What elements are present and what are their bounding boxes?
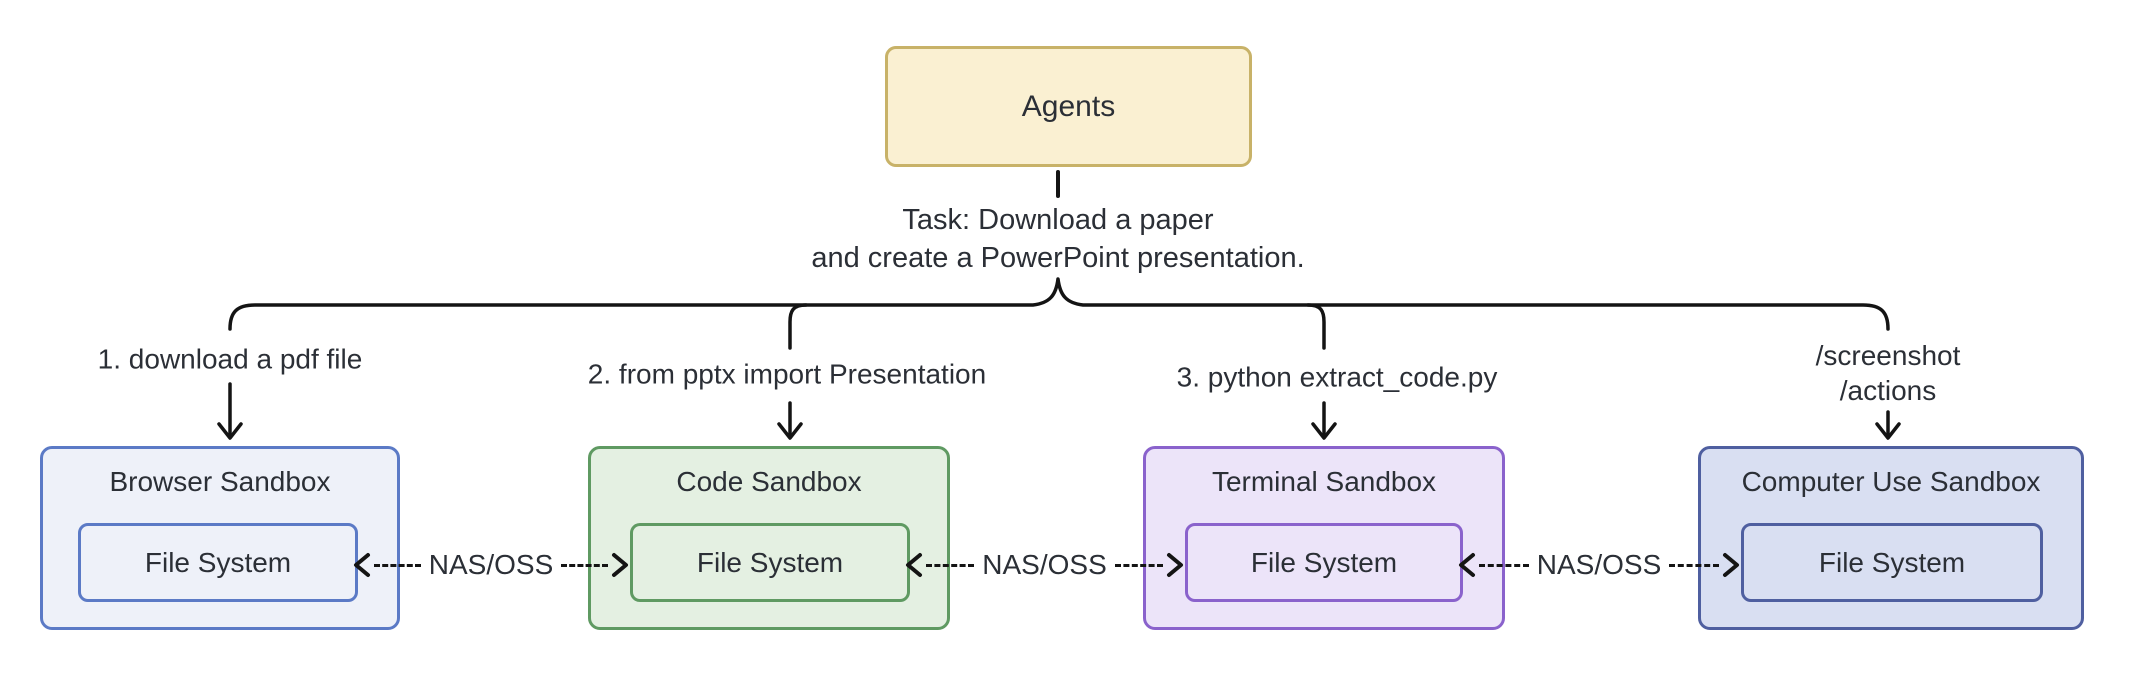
terminal-file-system-label: File System <box>1250 546 1398 578</box>
terminal-sandbox-title: Terminal Sandbox <box>1211 466 1437 497</box>
browser-sandbox-box: Browser Sandbox File System <box>40 446 400 630</box>
arrow-left-icon <box>354 553 370 577</box>
computer-use-sandbox-box: Computer Use Sandbox File System <box>1698 446 2084 630</box>
branch-stem-2 <box>788 303 808 350</box>
dashed-line <box>926 563 975 567</box>
arrow-left-icon <box>1459 553 1475 577</box>
dashed-line <box>1114 563 1164 567</box>
arrow-left-icon <box>906 553 922 577</box>
browser-file-system-box: File System <box>78 523 358 602</box>
branch-label-3: 3. python extract_code.py <box>1176 361 1498 393</box>
task-caption: Task: Download a paper and create a Powe… <box>811 201 1304 277</box>
dashed-line <box>1669 563 1720 567</box>
nas-oss-connector-3: NAS/OSS <box>1457 549 1741 581</box>
arrow-right-icon <box>1723 553 1740 577</box>
down-arrow-icon-3 <box>1311 401 1337 440</box>
branch-label-2: 2. from pptx import Presentation <box>587 358 987 390</box>
computer-use-sandbox-title: Computer Use Sandbox <box>1741 466 2041 497</box>
browser-file-system-label: File System <box>144 546 292 578</box>
computer-use-file-system-box: File System <box>1741 523 2043 602</box>
browser-sandbox-title: Browser Sandbox <box>109 466 331 497</box>
code-file-system-label: File System <box>696 546 844 578</box>
code-sandbox-box: Code Sandbox File System <box>588 446 950 630</box>
branch-label-4: /screenshot /actions <box>1816 338 1961 408</box>
terminal-sandbox-box: Terminal Sandbox File System <box>1143 446 1505 630</box>
code-file-system-box: File System <box>630 523 910 602</box>
computer-use-file-system-label: File System <box>1818 546 1966 578</box>
task-line-2: and create a PowerPoint presentation. <box>811 242 1305 274</box>
dashed-line <box>561 563 609 567</box>
nas-oss-label-1: NAS/OSS <box>428 549 554 580</box>
nas-oss-label-2: NAS/OSS <box>982 549 1107 580</box>
branch-label-1: 1. download a pdf file <box>97 343 363 375</box>
arrow-right-icon <box>1167 553 1184 577</box>
down-arrow-icon-1 <box>217 382 243 440</box>
nas-oss-connector-1: NAS/OSS <box>352 549 630 581</box>
brace-path <box>228 277 1890 331</box>
branch-label-4-line-1: /screenshot <box>1815 340 1961 371</box>
task-line-1: Task: Download a paper <box>902 204 1214 236</box>
nas-oss-label-3: NAS/OSS <box>1536 549 1662 580</box>
branch-label-4-line-2: /actions <box>1839 375 1937 406</box>
arrow-right-icon <box>612 553 629 577</box>
nas-oss-connector-2: NAS/OSS <box>904 549 1185 581</box>
agents-label: Agents <box>1021 89 1116 123</box>
down-arrow-icon-4 <box>1875 410 1901 440</box>
code-sandbox-title: Code Sandbox <box>676 466 862 497</box>
branch-stem-3 <box>1306 303 1326 350</box>
down-arrow-icon-2 <box>777 401 803 440</box>
agents-node: Agents <box>885 46 1252 167</box>
dashed-line <box>1479 563 1529 567</box>
terminal-file-system-box: File System <box>1185 523 1463 602</box>
dashed-line <box>374 563 421 567</box>
